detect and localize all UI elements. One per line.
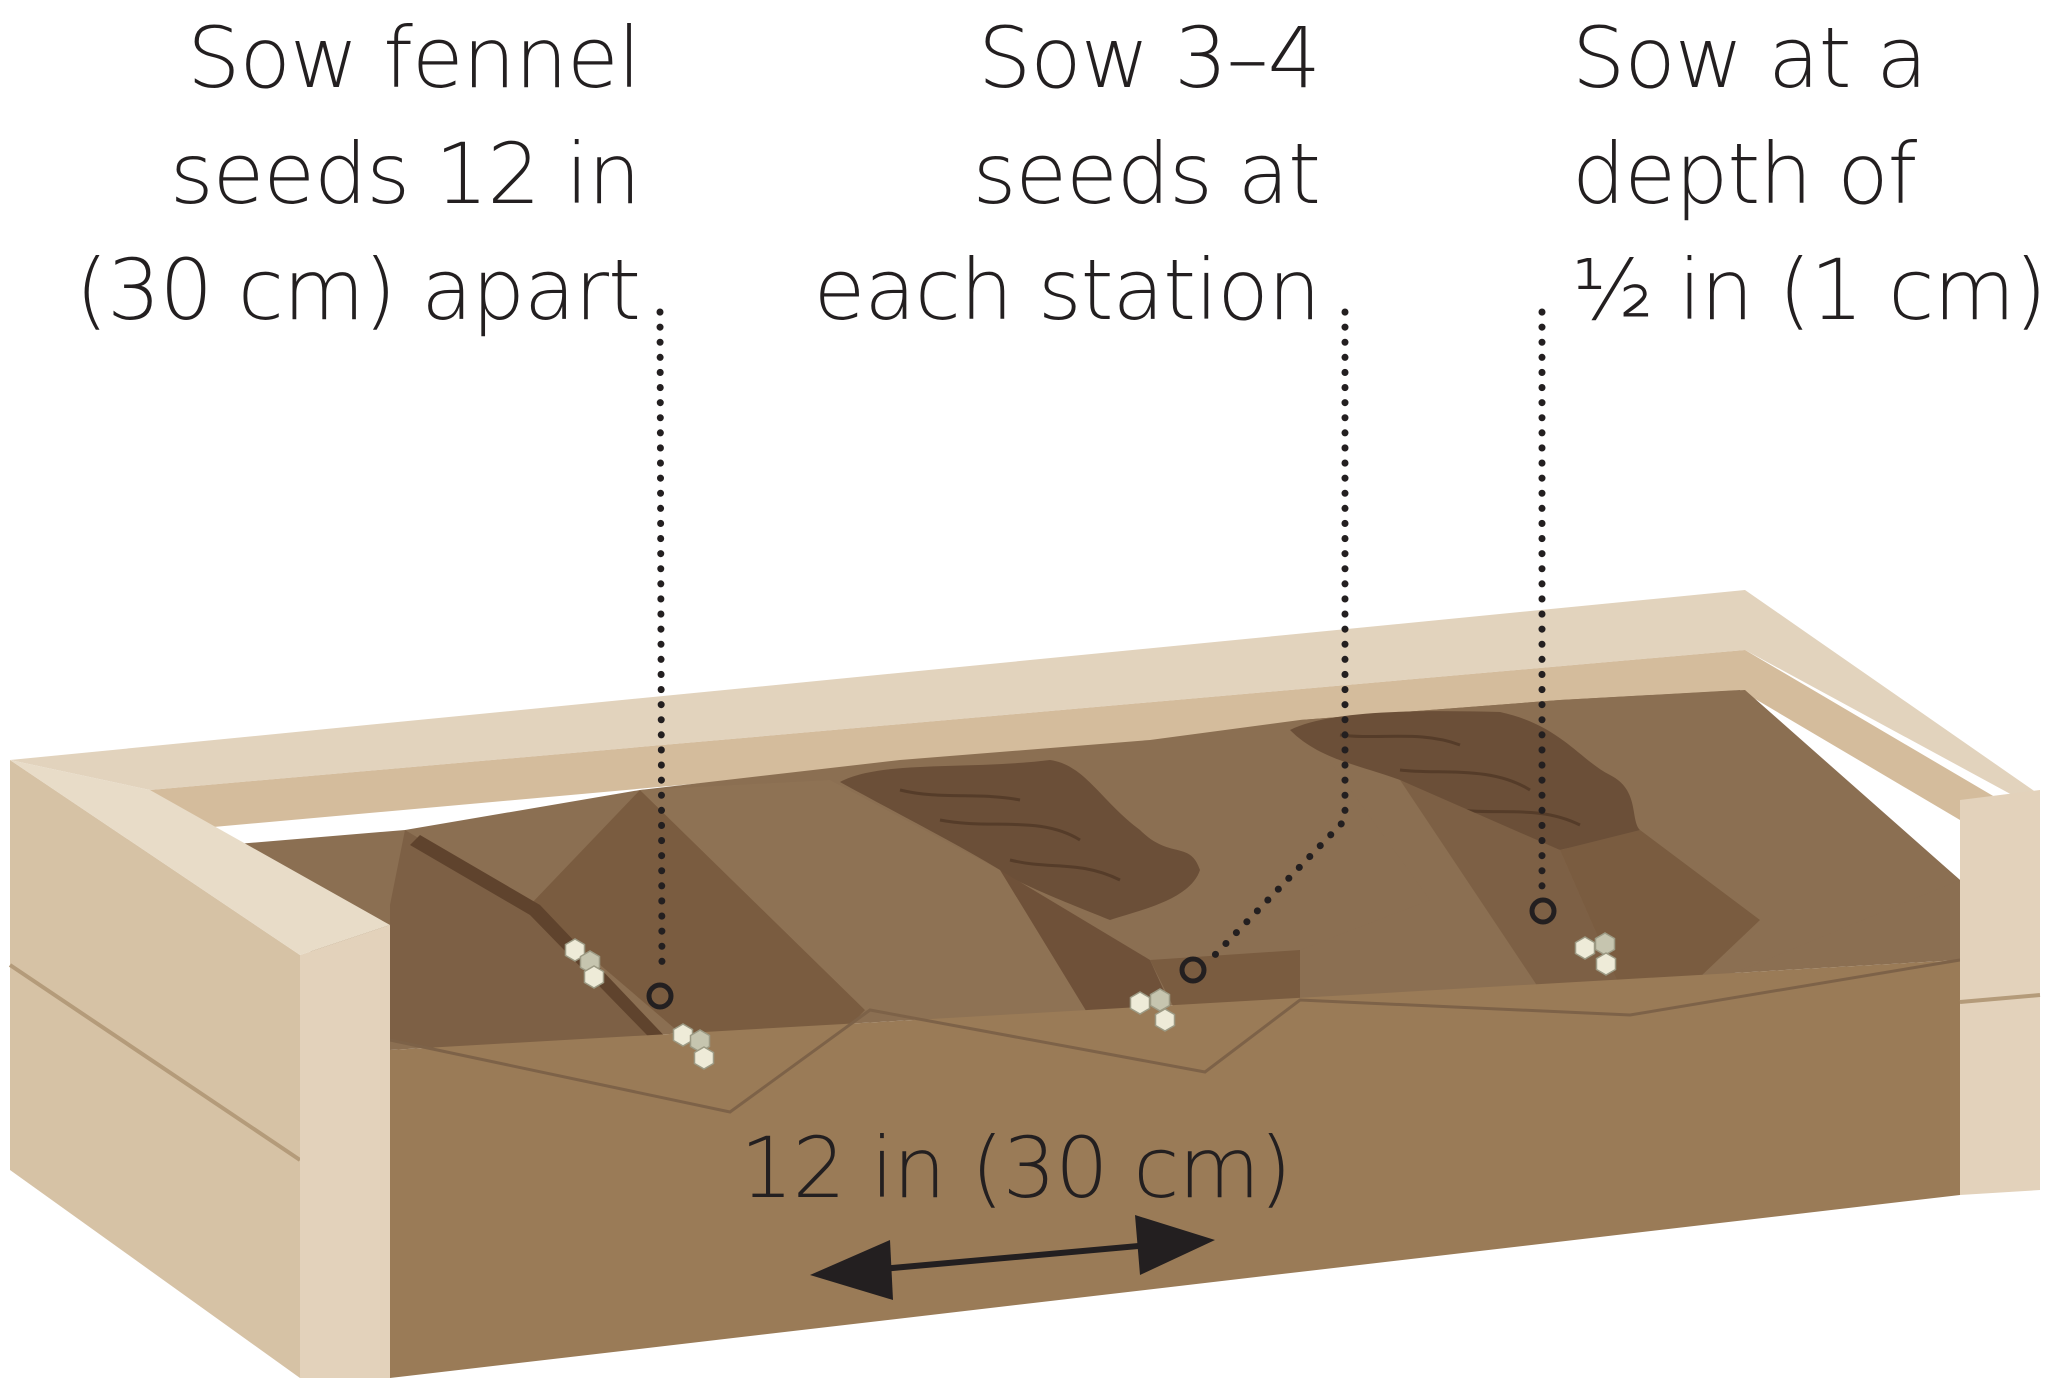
bed-left-end-seam: [8, 963, 302, 1162]
seed-1-2: [693, 1046, 715, 1070]
seed-0-2: [583, 965, 605, 989]
mound-2-texture: [1339, 733, 1581, 827]
arrowhead-right: [1135, 1215, 1215, 1275]
measurement-arrow: [810, 1215, 1215, 1300]
callout-seeds-per-station: Sow 3–4 seeds at each station: [760, 0, 1321, 348]
mound-1-texture: [899, 788, 1121, 882]
seed-3-2: [1595, 952, 1617, 976]
callout-seeds-line-1: Sow 3–4: [977, 9, 1321, 107]
bed-left-corner-top: [10, 760, 390, 955]
leader-depth-target: [1529, 897, 1557, 925]
callout-depth-line-2: depth of: [1572, 125, 1917, 223]
soil-front-face: [390, 960, 1960, 1378]
callout-depth-line-1: Sow at a: [1572, 9, 1928, 107]
callout-spacing-line-1: Sow fennel: [187, 9, 641, 107]
leader-spacing-target: [646, 982, 674, 1010]
bed-left-end: [10, 760, 300, 1378]
seed-2-2: [1154, 1008, 1176, 1032]
ridge-1: [640, 780, 1205, 1070]
leader-seeds-per-station: [1206, 308, 1349, 964]
callout-spacing: Sow fennel seeds 12 in (30 cm) apart: [40, 0, 641, 348]
bed-right-post: [1960, 790, 2040, 1195]
soil-front-edge: [389, 958, 1961, 1114]
bed-back-wall-inner: [150, 650, 2000, 830]
seed-clusters: [564, 932, 1617, 1070]
leader-seeds-target: [1179, 956, 1207, 984]
seed-1-0: [672, 1023, 694, 1047]
callout-spacing-line-2: seeds 12 in: [169, 125, 641, 223]
soil-mound-1: [840, 760, 1200, 920]
bed-back-wall: [10, 590, 2040, 810]
seed-3-0: [1574, 936, 1596, 960]
trench-3-left-wall: [1400, 780, 1630, 1010]
trench-3-right-wall: [1560, 830, 1760, 1015]
callout-spacing-line-3: (30 cm) apart: [75, 241, 641, 339]
callout-leaders: [646, 308, 1557, 1010]
callout-depth: Sow at a depth of ½ in (1 cm): [1572, 0, 2047, 348]
arrowhead-left: [810, 1240, 893, 1300]
bed-left-corner-post: [300, 925, 390, 1378]
bed-right-post-seam: [1959, 993, 2041, 1004]
seed-2-1: [1149, 988, 1171, 1012]
callout-depth-line-3: ½ in (1 cm): [1572, 241, 2047, 339]
seed-0-0: [564, 938, 586, 962]
seed-2-0: [1129, 991, 1151, 1015]
measurement-label: 12 in (30 cm): [740, 1119, 1292, 1217]
seed-3-1: [1594, 932, 1616, 956]
callout-seeds-line-3: each station: [813, 241, 1321, 339]
callout-seeds-line-2: seeds at: [972, 125, 1321, 223]
leader-spacing: [656, 308, 666, 979]
